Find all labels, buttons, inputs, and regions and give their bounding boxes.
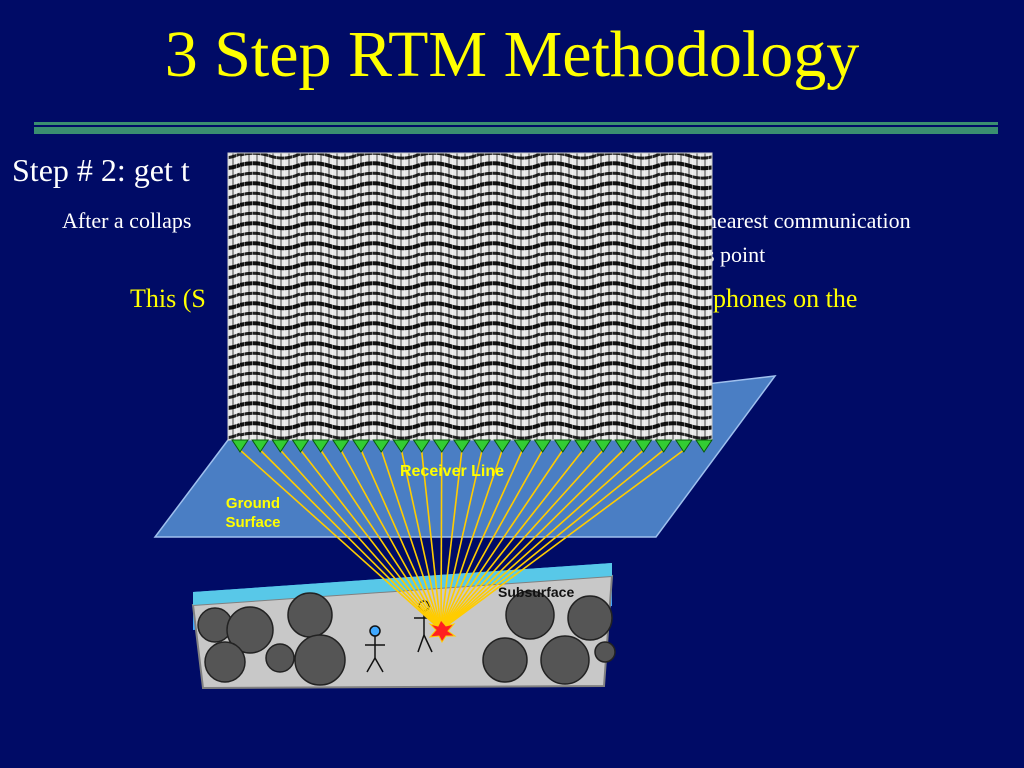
ray-line (440, 449, 483, 631)
geophone-icon (352, 439, 370, 453)
step-paragraph: After a collaps nearest communication s p… (62, 204, 982, 272)
geophone-icon (513, 439, 532, 453)
seismic-section-image (227, 152, 713, 441)
ray-line (440, 449, 463, 631)
ray-line (259, 449, 442, 631)
ray-line (420, 449, 442, 631)
ray-line (340, 449, 442, 631)
ray-line (380, 449, 442, 631)
ray-line (440, 449, 584, 631)
paragraph-line-2: s point (706, 242, 766, 267)
ray-line (440, 449, 443, 631)
ray-paths (239, 449, 685, 631)
ray-line (299, 449, 442, 631)
paragraph-line-1: After a collaps nearest communication (62, 204, 982, 238)
ray-line (320, 449, 442, 631)
ray-line (400, 449, 442, 631)
ray-line (440, 449, 524, 631)
note-left: This (S (130, 284, 206, 313)
ground-surface-label-2: Surface (225, 514, 280, 531)
geophone-icon (473, 439, 492, 453)
receiver-geophones (231, 439, 713, 453)
ray-line (360, 449, 442, 631)
ray-line (279, 449, 442, 631)
geophone-icon (553, 439, 572, 453)
person-figure-icon (365, 625, 385, 673)
title-rule-thick (34, 127, 998, 134)
ray-line (440, 449, 564, 631)
geophone-icon (231, 439, 249, 453)
geophone-icon (533, 439, 552, 453)
paragraph-line-1-left: After a collaps (62, 208, 192, 233)
ray-line (440, 449, 604, 631)
geophone-icon (432, 439, 451, 453)
ray-line (440, 449, 624, 631)
geophone-icon (594, 439, 613, 453)
yellow-note: This (S ophones on the (130, 284, 990, 314)
geophone-icon (392, 439, 411, 453)
ray-line (239, 449, 442, 631)
ray-line (440, 449, 685, 631)
ground-surface-label-1: Ground (226, 495, 280, 512)
geophone-icon (493, 439, 512, 453)
geophone-icon (574, 439, 592, 453)
geophone-icon (452, 439, 471, 453)
note-right: ophones on the (700, 284, 858, 313)
geophone-icon (412, 439, 431, 453)
geophone-icon (654, 439, 673, 453)
receiver-line-label: Receiver Line (400, 463, 504, 480)
geophone-icon (251, 439, 270, 453)
step-heading: Step # 2: get t (12, 152, 190, 188)
geophone-icon (372, 439, 391, 453)
geophone-icon (674, 439, 693, 453)
geophone-icon (331, 439, 350, 453)
ray-line (440, 449, 645, 631)
geophone-icon (634, 439, 653, 453)
slide-title: 3 Step RTM Methodology (164, 18, 860, 91)
rubble-clusters (197, 590, 616, 686)
ray-line (440, 449, 665, 631)
source-burst-icon (428, 619, 457, 643)
geophone-icon (271, 439, 290, 453)
ray-line (440, 449, 504, 631)
title-rule-thin (34, 122, 998, 125)
geophone-icon (695, 439, 713, 453)
geophone-icon (614, 439, 633, 453)
subsurface-label: Subsurface (498, 584, 574, 600)
ray-line (440, 449, 544, 631)
geophone-icon (291, 439, 310, 453)
geophone-icon (311, 439, 330, 453)
paragraph-line-1-right: nearest communication (706, 208, 911, 233)
